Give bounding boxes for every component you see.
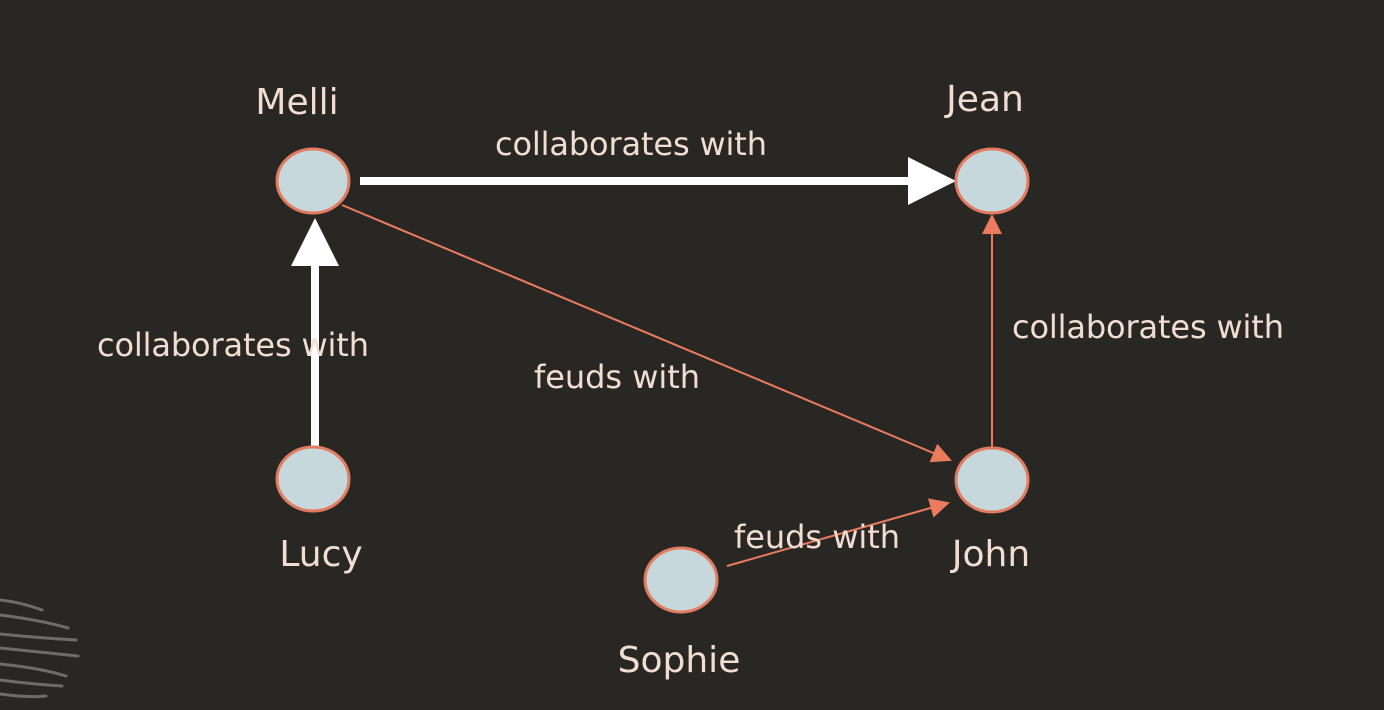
node-label-john: John	[950, 534, 1030, 575]
node-label-jean: Jean	[944, 79, 1024, 120]
node-melli[interactable]	[275, 147, 351, 215]
node-jean[interactable]	[954, 147, 1030, 215]
edge-label-john-jean: collaborates with	[1012, 308, 1284, 346]
edge-sophie-john	[726, 498, 950, 567]
edge-label-sophie-john: feuds with	[734, 518, 900, 556]
edge-label-melli-john: feuds with	[534, 358, 700, 396]
edge-melli-john	[341, 204, 952, 463]
edge-label-melli-jean: collaborates with	[495, 125, 767, 163]
node-label-lucy: Lucy	[279, 534, 362, 575]
brush-decoration	[0, 598, 80, 699]
node-sophie[interactable]	[643, 546, 719, 614]
node-john[interactable]	[954, 446, 1030, 514]
node-label-sophie: Sophie	[618, 640, 741, 681]
node-lucy[interactable]	[275, 445, 351, 513]
edge-label-lucy-melli: collaborates with	[97, 326, 369, 364]
node-label-melli: Melli	[255, 82, 338, 123]
